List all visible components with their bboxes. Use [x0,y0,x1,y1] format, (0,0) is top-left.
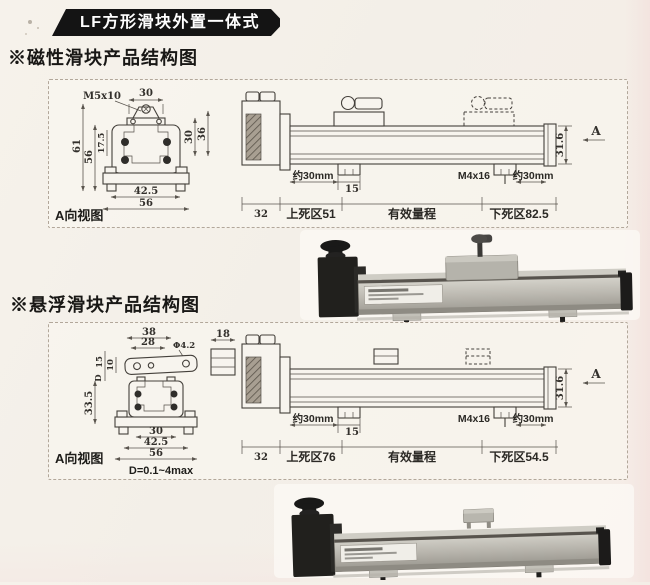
dim-slot-depth: 17.5 [97,133,107,154]
view-a-label: A向视图 [55,451,103,466]
floating-drawing: 38 28 Φ4.2 18 15 D 10 33.5 [55,327,605,477]
title-badge-label: LF方形滑块外置一体式 [80,14,261,31]
dim-end-width: 32 [254,452,268,463]
dim-plate-depth: 18 [216,329,230,340]
dim-tab-width: 15 [345,184,359,195]
dim-feet-width: 42.5 [144,437,168,448]
dead-zone-upper: 上死区76 [286,449,336,464]
dim-right-outer: 36 [197,127,208,141]
dim-plate-height: 15 [95,356,105,368]
magnetic-structure-panel: 30 M5x10 61 56 17.5 30 36 42.5 56 [48,79,628,228]
dim-hole-dia: Φ4.2 [173,341,195,351]
dim-end-width: 32 [254,209,268,220]
dim-right-inner: 30 [184,130,195,144]
dim-offset-right: 约30mm [513,169,554,182]
view-a-label: A向视图 [55,208,103,223]
dim-top-width: 30 [139,88,153,99]
view-arrow-a: A [590,367,601,381]
dim-offset-left: 约30mm [293,169,334,182]
effective-range: 有效量程 [388,206,436,221]
dim-feet-width: 42.5 [134,186,158,197]
dim-tab-width: 15 [345,427,359,438]
dim-plate-thickness: 10 [106,359,116,371]
section-heading-magnetic: ※磁性滑块产品结构图 [8,48,198,68]
gap-note: D=0.1~4max [129,465,194,477]
dim-body-height: 33.5 [84,391,95,415]
title-badge: LF方形滑块外置一体式 [52,9,280,36]
photo-magnetic-product [296,228,644,327]
scan-artifact [0,542,300,582]
dim-height-total: 61 [72,139,83,153]
floating-structure-panel: 38 28 Φ4.2 18 15 D 10 33.5 [48,322,628,480]
dim-base-width: 56 [149,448,163,459]
scan-speckles [28,20,32,24]
magnetic-side-view: 约30mm 15 M4x16 约30mm 32 上死区51 有效量程 下死区82… [241,91,605,221]
dim-rail-height: 31.6 [555,376,566,400]
dim-inner-width: 30 [149,426,163,437]
dim-offset-left: 约30mm [293,412,334,425]
magnetic-drawing: 30 M5x10 61 56 17.5 30 36 42.5 56 [55,88,605,223]
floating-side-view: 约30mm 15 M4x16 约30mm 32 上死区76 有效量程 下死区54… [241,334,605,464]
dim-screw-m4: M4x16 [458,413,490,425]
section-heading-floating: ※悬浮滑块产品结构图 [10,295,200,315]
dead-zone-lower: 下死区54.5 [489,450,549,464]
dim-gap-d: D [94,374,104,382]
dim-screw-callout: M5x10 [83,91,121,102]
dim-base-width: 56 [139,198,153,209]
dim-screw-m4: M4x16 [458,170,490,182]
dead-zone-upper: 上死区51 [286,206,336,221]
dim-height-body: 56 [84,150,95,164]
view-arrow-a: A [590,124,601,138]
photo-magnetic-svg [300,230,640,326]
photo-floating-product [268,482,640,585]
photo-floating-svg [274,484,634,583]
effective-range: 有效量程 [388,449,436,464]
dim-rail-height: 31.6 [555,133,566,157]
dim-offset-right: 约30mm [513,412,554,425]
dim-plate-inner: 28 [141,337,155,348]
floating-cross-section: 38 28 Φ4.2 18 15 D 10 33.5 [55,327,236,477]
dim-plate-outer: 38 [142,327,156,338]
dead-zone-lower: 下死区82.5 [489,207,549,221]
magnetic-cross-section: 30 M5x10 61 56 17.5 30 36 42.5 56 [55,88,210,223]
